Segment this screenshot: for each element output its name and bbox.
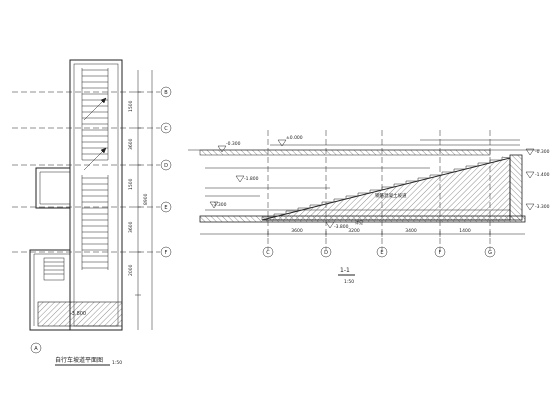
plan-dim-label: 1500 xyxy=(128,178,134,190)
grid-bubble: C xyxy=(160,122,172,134)
section-dim-labels: 3600 3200 3400 1400 xyxy=(291,228,471,234)
svg-text:F: F xyxy=(165,250,168,256)
grid-bubble: D xyxy=(320,246,332,258)
plan-dim-label: 1500 xyxy=(128,100,134,112)
section-dim-label: 3200 xyxy=(348,228,360,234)
section-dim-chain xyxy=(200,231,525,237)
elevation-mark: -3.300 xyxy=(209,201,227,209)
svg-text:B: B xyxy=(164,90,168,96)
section-scale: 1:50 xyxy=(344,279,354,285)
elevation-mark: ±0.000 xyxy=(277,135,303,147)
svg-text:-0.300: -0.300 xyxy=(535,149,550,155)
section-elevations: -0.300 ±0.000 -1.800 -3.300 -3.800 -1.40… xyxy=(209,135,550,230)
elevation-mark: -1.400 xyxy=(525,171,550,179)
section-grid-lines xyxy=(267,130,491,250)
section-dim-label: 3600 xyxy=(291,228,303,234)
ramp-stripes xyxy=(81,68,109,270)
grid-bubble: C xyxy=(262,246,274,258)
section-title: 1-1 xyxy=(340,267,350,274)
plan-grid-bubbles: B C D E F A xyxy=(30,86,172,354)
section-top-slab xyxy=(199,149,491,156)
section-right-wall xyxy=(509,154,523,221)
ramp-wedge xyxy=(261,157,511,221)
plan-dim-chain xyxy=(135,70,153,330)
svg-text:-0.300: -0.300 xyxy=(226,141,241,147)
plan-dim-label: 3600 xyxy=(128,221,134,233)
section-note: 详见 xyxy=(355,219,363,225)
grid-bubble: D xyxy=(160,159,172,171)
plan-dim-labels: 1500 3600 1500 3600 2000 8900 xyxy=(128,100,149,276)
plan-small-stair xyxy=(43,257,65,281)
svg-text:E: E xyxy=(380,250,383,256)
section-bottom-slab xyxy=(199,215,526,223)
svg-text:-3.800: -3.800 xyxy=(334,224,349,230)
section-note: 钢筋混凝土坡道 xyxy=(375,192,407,199)
svg-text:±0.000: ±0.000 xyxy=(286,135,303,141)
svg-text:-3.300: -3.300 xyxy=(535,204,550,210)
elevation-mark: -0.300 xyxy=(525,148,550,156)
grid-bubble: E xyxy=(376,246,388,258)
section-grid-bubbles: C D E F G xyxy=(262,246,496,258)
section-dim-label: 1400 xyxy=(459,228,471,234)
plan-dim-label: 2000 xyxy=(128,264,134,276)
section-dim-label: 3400 xyxy=(405,228,417,234)
ramp-rungs xyxy=(82,69,108,269)
plan-elevation: -3.800 xyxy=(70,311,86,317)
svg-text:G: G xyxy=(488,250,492,256)
svg-text:C: C xyxy=(164,126,168,132)
svg-text:E: E xyxy=(164,205,167,211)
svg-text:F: F xyxy=(439,250,442,256)
plan-title: 自行车坡道平面图 xyxy=(55,356,103,364)
elevation-mark: -3.300 xyxy=(525,203,550,211)
grid-bubble: A xyxy=(30,342,42,354)
plan-landing-hatch xyxy=(37,301,123,327)
svg-text:-3.300: -3.300 xyxy=(212,202,227,208)
plan-scale: 1:50 xyxy=(112,360,122,366)
ramp-direction-arrows xyxy=(83,97,107,171)
svg-text:D: D xyxy=(324,250,328,256)
grid-bubble: F xyxy=(434,246,446,258)
plan-dim-label: 3600 xyxy=(128,138,134,150)
svg-text:C: C xyxy=(266,250,270,256)
section-dims-inner xyxy=(205,139,520,211)
elevation-mark: -3.800 xyxy=(325,221,349,230)
grid-bubble: E xyxy=(160,201,172,213)
svg-text:D: D xyxy=(164,163,168,169)
plan-grid-lines xyxy=(12,91,160,253)
svg-text:A: A xyxy=(34,346,38,352)
plan-view: -3.800 1500 3600 1500 3600 2000 8900 xyxy=(12,59,172,366)
plan-dim-label: 8900 xyxy=(143,193,149,205)
grid-bubble: F xyxy=(160,246,172,258)
grid-bubble: G xyxy=(484,246,496,258)
svg-text:-1.800: -1.800 xyxy=(244,176,259,182)
elevation-mark: -1.800 xyxy=(235,175,259,183)
grid-bubble: B xyxy=(160,86,172,98)
svg-text:-1.400: -1.400 xyxy=(535,172,550,178)
section-view: -0.300 ±0.000 -1.800 -3.300 -3.800 -1.40… xyxy=(188,130,550,285)
elevation-mark: -0.300 xyxy=(217,141,241,153)
